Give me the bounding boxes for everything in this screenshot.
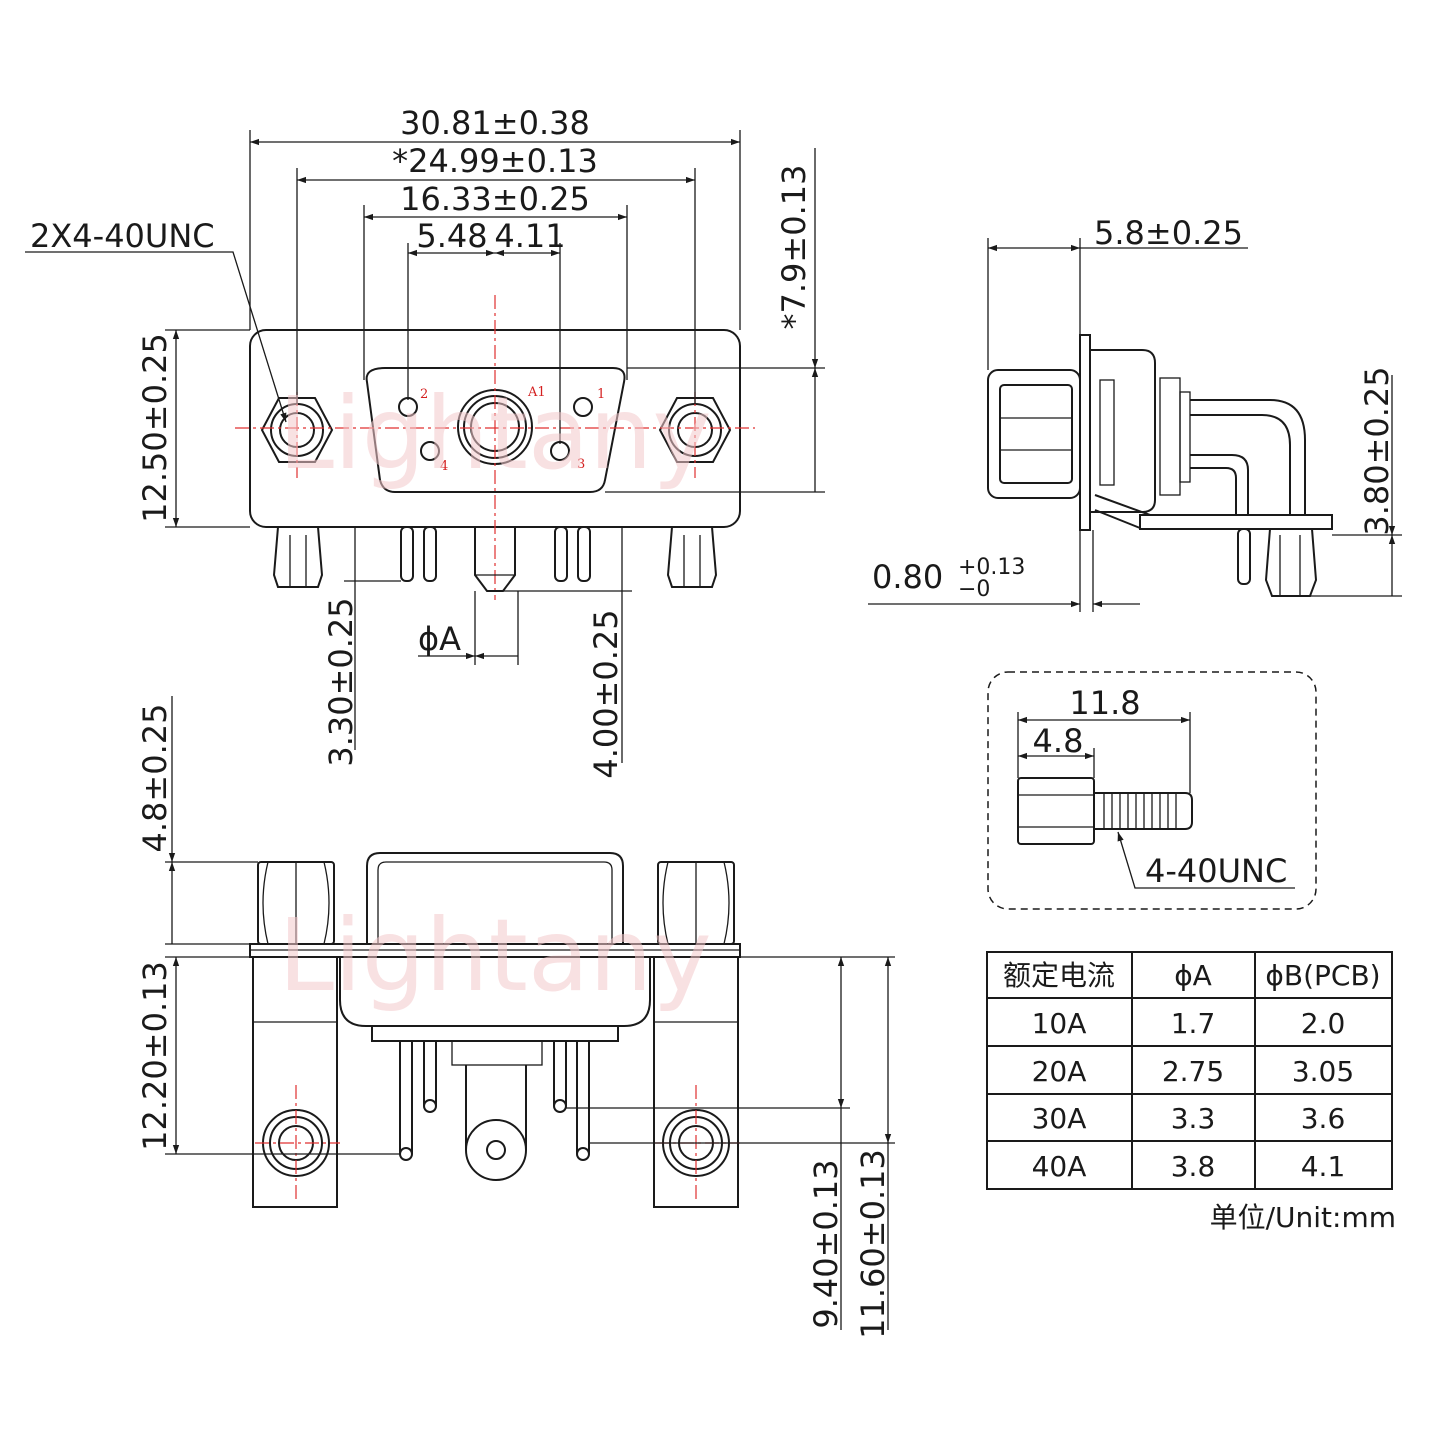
bottom-view: 4.8±0.25 12.20±0.13 9.40±0.13 11.60±0.13 (136, 696, 895, 1339)
bent-pin-outer (1190, 399, 1306, 515)
table-header-phi-b: ϕB(PCB) (1265, 959, 1380, 992)
dim-pin-length-right: 4.00±0.25 (587, 609, 625, 778)
dim-phi-a: ϕA (418, 620, 461, 658)
screw-detail: 11.8 4.8 4-40UNC (987, 671, 1317, 910)
table-cell: 40A (1032, 1150, 1087, 1183)
side-board-lock (1264, 528, 1318, 597)
dim-hex-height: 4.8±0.25 (136, 704, 174, 853)
dim-pin-length-left: 3.30±0.25 (322, 597, 360, 766)
dim-screw-head: 4.8 (1033, 722, 1084, 760)
bent-pin-inner (1190, 454, 1249, 515)
screw-thread-note: 4-40UNC (1145, 852, 1287, 890)
table-cell: 3.05 (1292, 1055, 1354, 1088)
bottom-pin (553, 1041, 567, 1106)
bottom-insulator-base (371, 1025, 619, 1042)
side-view: 5.8±0.25 0.80 +0.13 −0 3.80±0.25 (868, 214, 1402, 612)
pin-1-hole (573, 397, 593, 417)
side-pin-leg (1237, 528, 1251, 585)
table-header-phi-a: ϕA (1174, 959, 1212, 992)
pin-leg (423, 526, 437, 582)
pin-4-hole (420, 441, 440, 461)
bottom-right-bracket (653, 956, 739, 1208)
table-cell: 3.3 (1171, 1102, 1216, 1135)
dim-shell-width: 16.33±0.25 (400, 180, 590, 218)
bottom-pin (399, 1041, 413, 1154)
table-cell: 3.6 (1301, 1102, 1346, 1135)
table-cell: 20A (1032, 1055, 1087, 1088)
dim-row1: 9.40±0.13 (807, 1159, 845, 1328)
pin-leg (554, 526, 568, 582)
dim-right-height: *7.9±0.13 (775, 165, 813, 330)
right-board-lock (666, 526, 718, 588)
dim-side-depth: 5.8±0.25 (1094, 214, 1243, 252)
dim-pitch-right: 4.11 (494, 217, 565, 255)
screw-thread (1094, 792, 1193, 830)
dim-pitch-left: 5.48 (416, 217, 487, 255)
pin-leg (400, 526, 414, 582)
current-rating-table: 额定电流 ϕA ϕB(PCB) 10A 1.7 2.0 20A 2.75 3.0… (986, 951, 1393, 1190)
watermark-front: Lightany (278, 375, 711, 492)
table-cell: 3.8 (1171, 1150, 1216, 1183)
table-cell: 1.7 (1171, 1007, 1216, 1040)
dim-board-height: 3.80±0.25 (1358, 366, 1396, 535)
table-cell: 4.1 (1301, 1150, 1346, 1183)
dim-flange-height: 12.50±0.25 (136, 333, 174, 523)
dim-thickness-base: 0.80 (872, 558, 943, 596)
screw-hex-head (1017, 777, 1095, 845)
watermark-bottom: Lightany (278, 897, 711, 1014)
side-flange-plate (1079, 334, 1091, 531)
table-cell: 10A (1032, 1007, 1087, 1040)
pin-label-3: 3 (577, 457, 585, 472)
dim-body-depth: 12.20±0.13 (136, 961, 174, 1151)
front-view: 2 A1 1 4 3 30.81±0.38 *24.99±0.13 (25, 104, 825, 779)
pin-label-a1: A1 (527, 385, 546, 400)
bottom-pin (423, 1041, 437, 1106)
d-shell-outline (365, 367, 626, 493)
table-cell: 2.75 (1162, 1055, 1224, 1088)
coax-leg (474, 527, 516, 592)
unit-note: 单位/Unit:mm (1210, 1201, 1396, 1234)
dim-screw-total: 11.8 (1069, 684, 1140, 722)
thread-note-2x: 2X4-40UNC (30, 217, 215, 255)
left-board-lock (272, 526, 324, 588)
screw-detail-frame (987, 671, 1317, 910)
dim-hole-spacing: *24.99±0.13 (392, 142, 598, 180)
side-shell (1090, 349, 1156, 513)
table-cell: 30A (1032, 1102, 1087, 1135)
pin-leg (577, 526, 591, 582)
dim-row2: 11.60±0.13 (854, 1149, 892, 1339)
bottom-coax-tail (465, 1065, 527, 1150)
pin-label-4: 4 (440, 459, 448, 474)
table-cell: 2.0 (1301, 1007, 1346, 1040)
pin-label-1: 1 (597, 387, 605, 402)
pin-label-2: 2 (420, 387, 428, 402)
bottom-pin (576, 1041, 590, 1154)
side-hex-nut (987, 369, 1081, 499)
dim-overall-width: 30.81±0.38 (400, 104, 590, 142)
table-header-current: 额定电流 (1003, 959, 1115, 992)
bottom-left-bracket (252, 956, 338, 1208)
side-base-plate (1139, 514, 1333, 530)
bottom-shell-top (366, 852, 624, 944)
dim-thickness-tol-lower: −0 (958, 577, 990, 602)
dim-thickness-tol-upper: +0.13 (958, 555, 1025, 580)
